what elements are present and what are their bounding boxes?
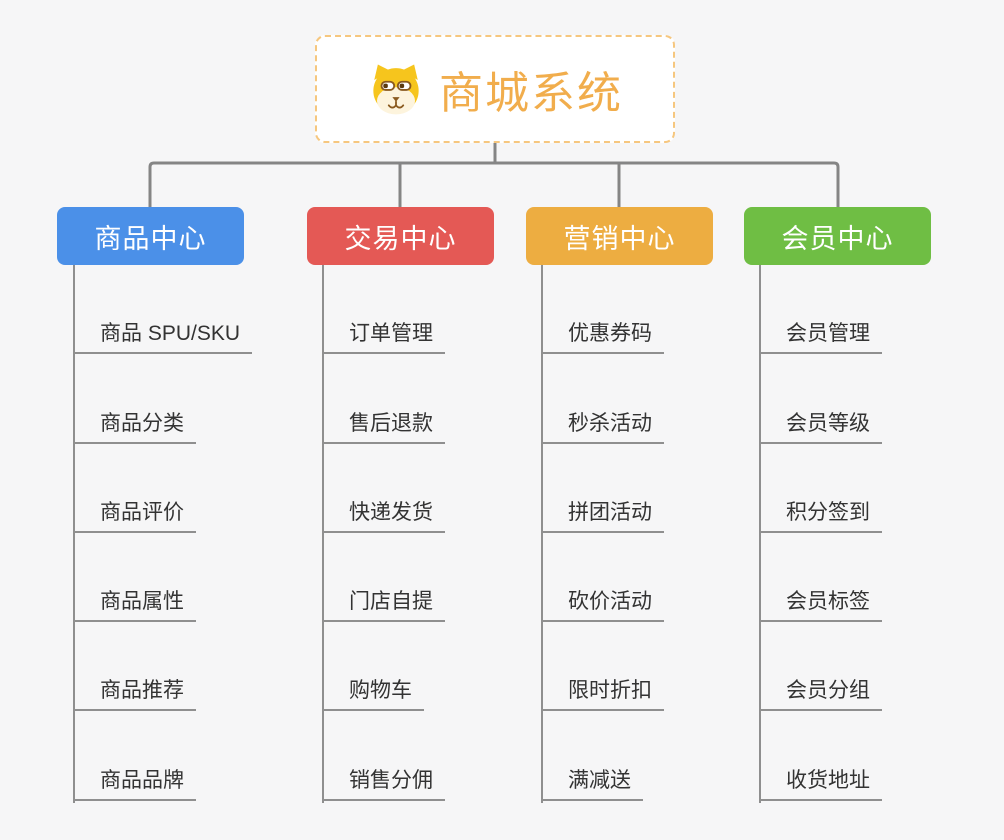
branch-trade-center[interactable]: 交易中心 (307, 207, 494, 265)
child-node[interactable]: 会员管理 (759, 317, 882, 355)
branch-trade-children: 订单管理 售后退款 快递发货 门店自提 购物车 销售分佣 (322, 265, 552, 803)
branch-trunk-line (73, 265, 75, 803)
child-node[interactable]: 商品推荐 (73, 674, 196, 712)
child-node[interactable]: 砍价活动 (541, 585, 664, 623)
child-node[interactable]: 拼团活动 (541, 496, 664, 533)
child-node[interactable]: 订单管理 (322, 317, 445, 355)
child-node[interactable]: 销售分佣 (322, 764, 445, 801)
child-node[interactable]: 售后退款 (322, 407, 445, 444)
child-node[interactable]: 商品属性 (73, 585, 196, 623)
branch-marketing-center[interactable]: 营销中心 (526, 207, 713, 265)
child-node[interactable]: 收货地址 (759, 764, 882, 801)
branch-member-center[interactable]: 会员中心 (744, 207, 931, 265)
dog-face-icon (373, 64, 419, 115)
child-node[interactable]: 快递发货 (322, 496, 445, 533)
child-node[interactable]: 会员等级 (759, 407, 882, 444)
child-node[interactable]: 商品 SPU/SKU (73, 317, 253, 355)
child-node[interactable]: 积分签到 (759, 496, 882, 533)
branch-trunk-line (322, 265, 324, 803)
child-node[interactable]: 购物车 (322, 674, 424, 712)
child-node[interactable]: 商品分类 (73, 407, 196, 444)
branch-product-center[interactable]: 商品中心 (57, 207, 244, 265)
child-node[interactable]: 商品评价 (73, 496, 196, 533)
child-node[interactable]: 秒杀活动 (541, 407, 664, 444)
child-node[interactable]: 门店自提 (322, 585, 445, 623)
child-node[interactable]: 会员标签 (759, 585, 882, 623)
root-node[interactable]: 商城系统 (315, 35, 675, 143)
branch-trunk-line (541, 265, 543, 803)
child-node[interactable]: 限时折扣 (541, 674, 664, 712)
root-title: 商城系统 (439, 69, 623, 118)
branch-trunk-line (759, 265, 761, 803)
branch-member-children: 会员管理 会员等级 积分签到 会员标签 会员分组 收货地址 (759, 265, 989, 803)
branch-product-children: 商品 SPU/SKU 商品分类 商品评价 商品属性 商品推荐 商品品牌 (73, 265, 303, 803)
branch-marketing-children: 优惠券码 秒杀活动 拼团活动 砍价活动 限时折扣 满减送 (541, 265, 771, 803)
child-node[interactable]: 会员分组 (759, 674, 882, 712)
child-node[interactable]: 优惠券码 (541, 317, 664, 355)
child-node[interactable]: 商品品牌 (73, 764, 196, 801)
child-node[interactable]: 满减送 (541, 764, 643, 801)
